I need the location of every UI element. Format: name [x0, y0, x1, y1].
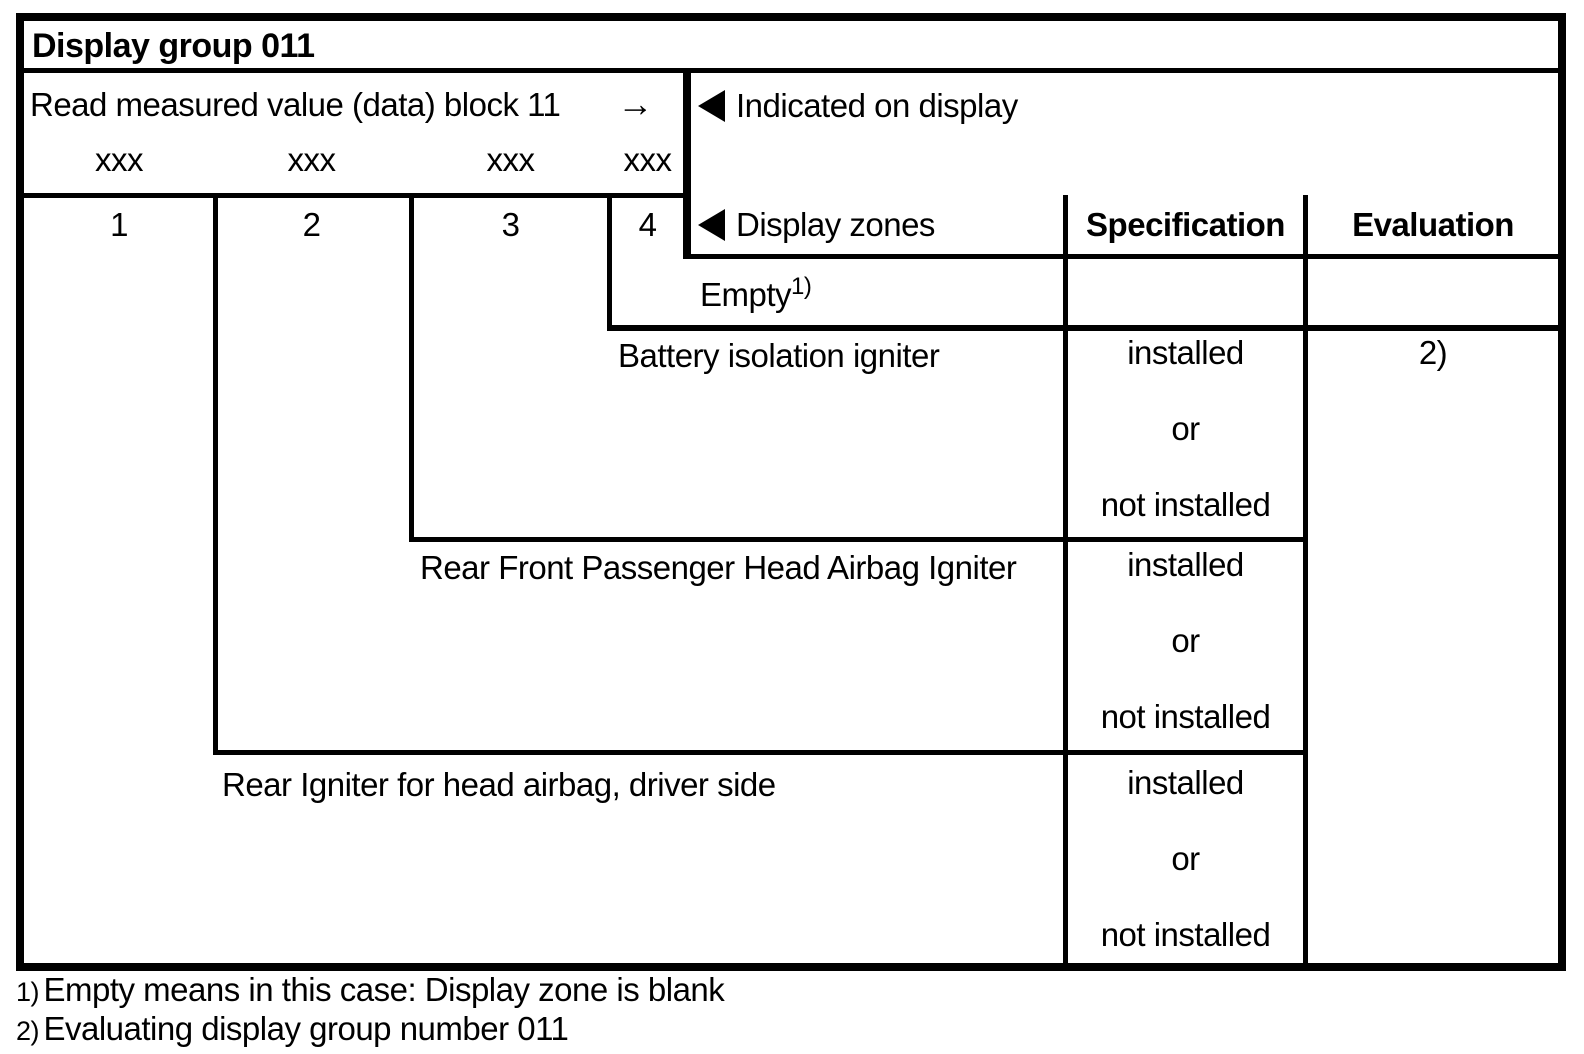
header-row-divider-line	[683, 254, 1558, 259]
zone-label-empty: Empty1)	[700, 273, 812, 314]
spec-value: installed	[1127, 546, 1244, 583]
zone-label-passenger-head-airbag: Rear Front Passenger Head Airbag Igniter	[420, 549, 1017, 586]
evaluation-column-divider-line	[1303, 195, 1308, 963]
battery-row-divider-line	[409, 537, 1308, 542]
zone3-number: 3	[501, 206, 520, 243]
spec-value: or	[1171, 840, 1200, 877]
specification-header: Specification	[1086, 206, 1285, 243]
footnote-marker: 1)	[16, 977, 40, 1007]
spec-value: or	[1171, 622, 1200, 659]
display-zones-header: Display zones	[736, 206, 935, 243]
read-measured-value-label: Read measured value (data) block 11	[30, 86, 561, 123]
zone-label-battery: Battery isolation igniter	[618, 337, 940, 374]
left-pointer-icon	[698, 209, 725, 241]
right-arrow-icon: →	[617, 83, 653, 124]
spec-value: not installed	[1100, 486, 1271, 523]
footnote-1: 1) Empty means in this case: Display zon…	[16, 970, 725, 1010]
zone1-number: 1	[110, 206, 128, 243]
table-outer-border	[16, 13, 1566, 971]
left-pointer-icon	[698, 90, 725, 122]
footnote-text: Empty means in this case: Display zone i…	[43, 971, 725, 1008]
spec-value: installed	[1127, 764, 1244, 801]
page-title: Display group 011	[32, 27, 315, 65]
indicated-on-display-label: Indicated on display	[736, 87, 1018, 124]
footnote-text: Evaluating display group number 011	[43, 1010, 569, 1047]
zone3-zone4-divider-line	[607, 193, 612, 331]
empty-row-divider-line	[607, 325, 1558, 331]
title-row-divider-line	[24, 68, 1558, 73]
display-box-left-border-line	[683, 73, 691, 259]
specification-column-divider-line	[1063, 195, 1068, 963]
spec-value: or	[1171, 410, 1200, 447]
zone2-placeholder: xxx	[287, 141, 337, 178]
zone4-number: 4	[638, 206, 657, 243]
spec-value: not installed	[1100, 916, 1271, 953]
zone1-zone2-divider-line	[213, 193, 218, 755]
evaluation-value: 2)	[1418, 334, 1448, 371]
footnote-marker: 2)	[16, 1016, 40, 1046]
evaluation-header: Evaluation	[1352, 206, 1514, 243]
footnote-2: 2) Evaluating display group number 011	[16, 1009, 569, 1049]
zone1-placeholder: xxx	[95, 141, 144, 178]
passenger-row-divider-line	[213, 750, 1308, 755]
zone-label-driver-head-airbag: Rear Igniter for head airbag, driver sid…	[222, 766, 776, 803]
zone2-zone3-divider-line	[409, 193, 414, 542]
zone2-number: 2	[302, 206, 321, 243]
measure-row-divider-line	[24, 193, 691, 198]
spec-value: installed	[1127, 334, 1244, 371]
zone4-placeholder: xxx	[623, 141, 673, 178]
footnote-ref-1: 1)	[791, 273, 812, 300]
spec-value: not installed	[1100, 698, 1271, 735]
zone3-placeholder: xxx	[486, 141, 536, 178]
zone-label-text: Empty	[700, 276, 792, 313]
